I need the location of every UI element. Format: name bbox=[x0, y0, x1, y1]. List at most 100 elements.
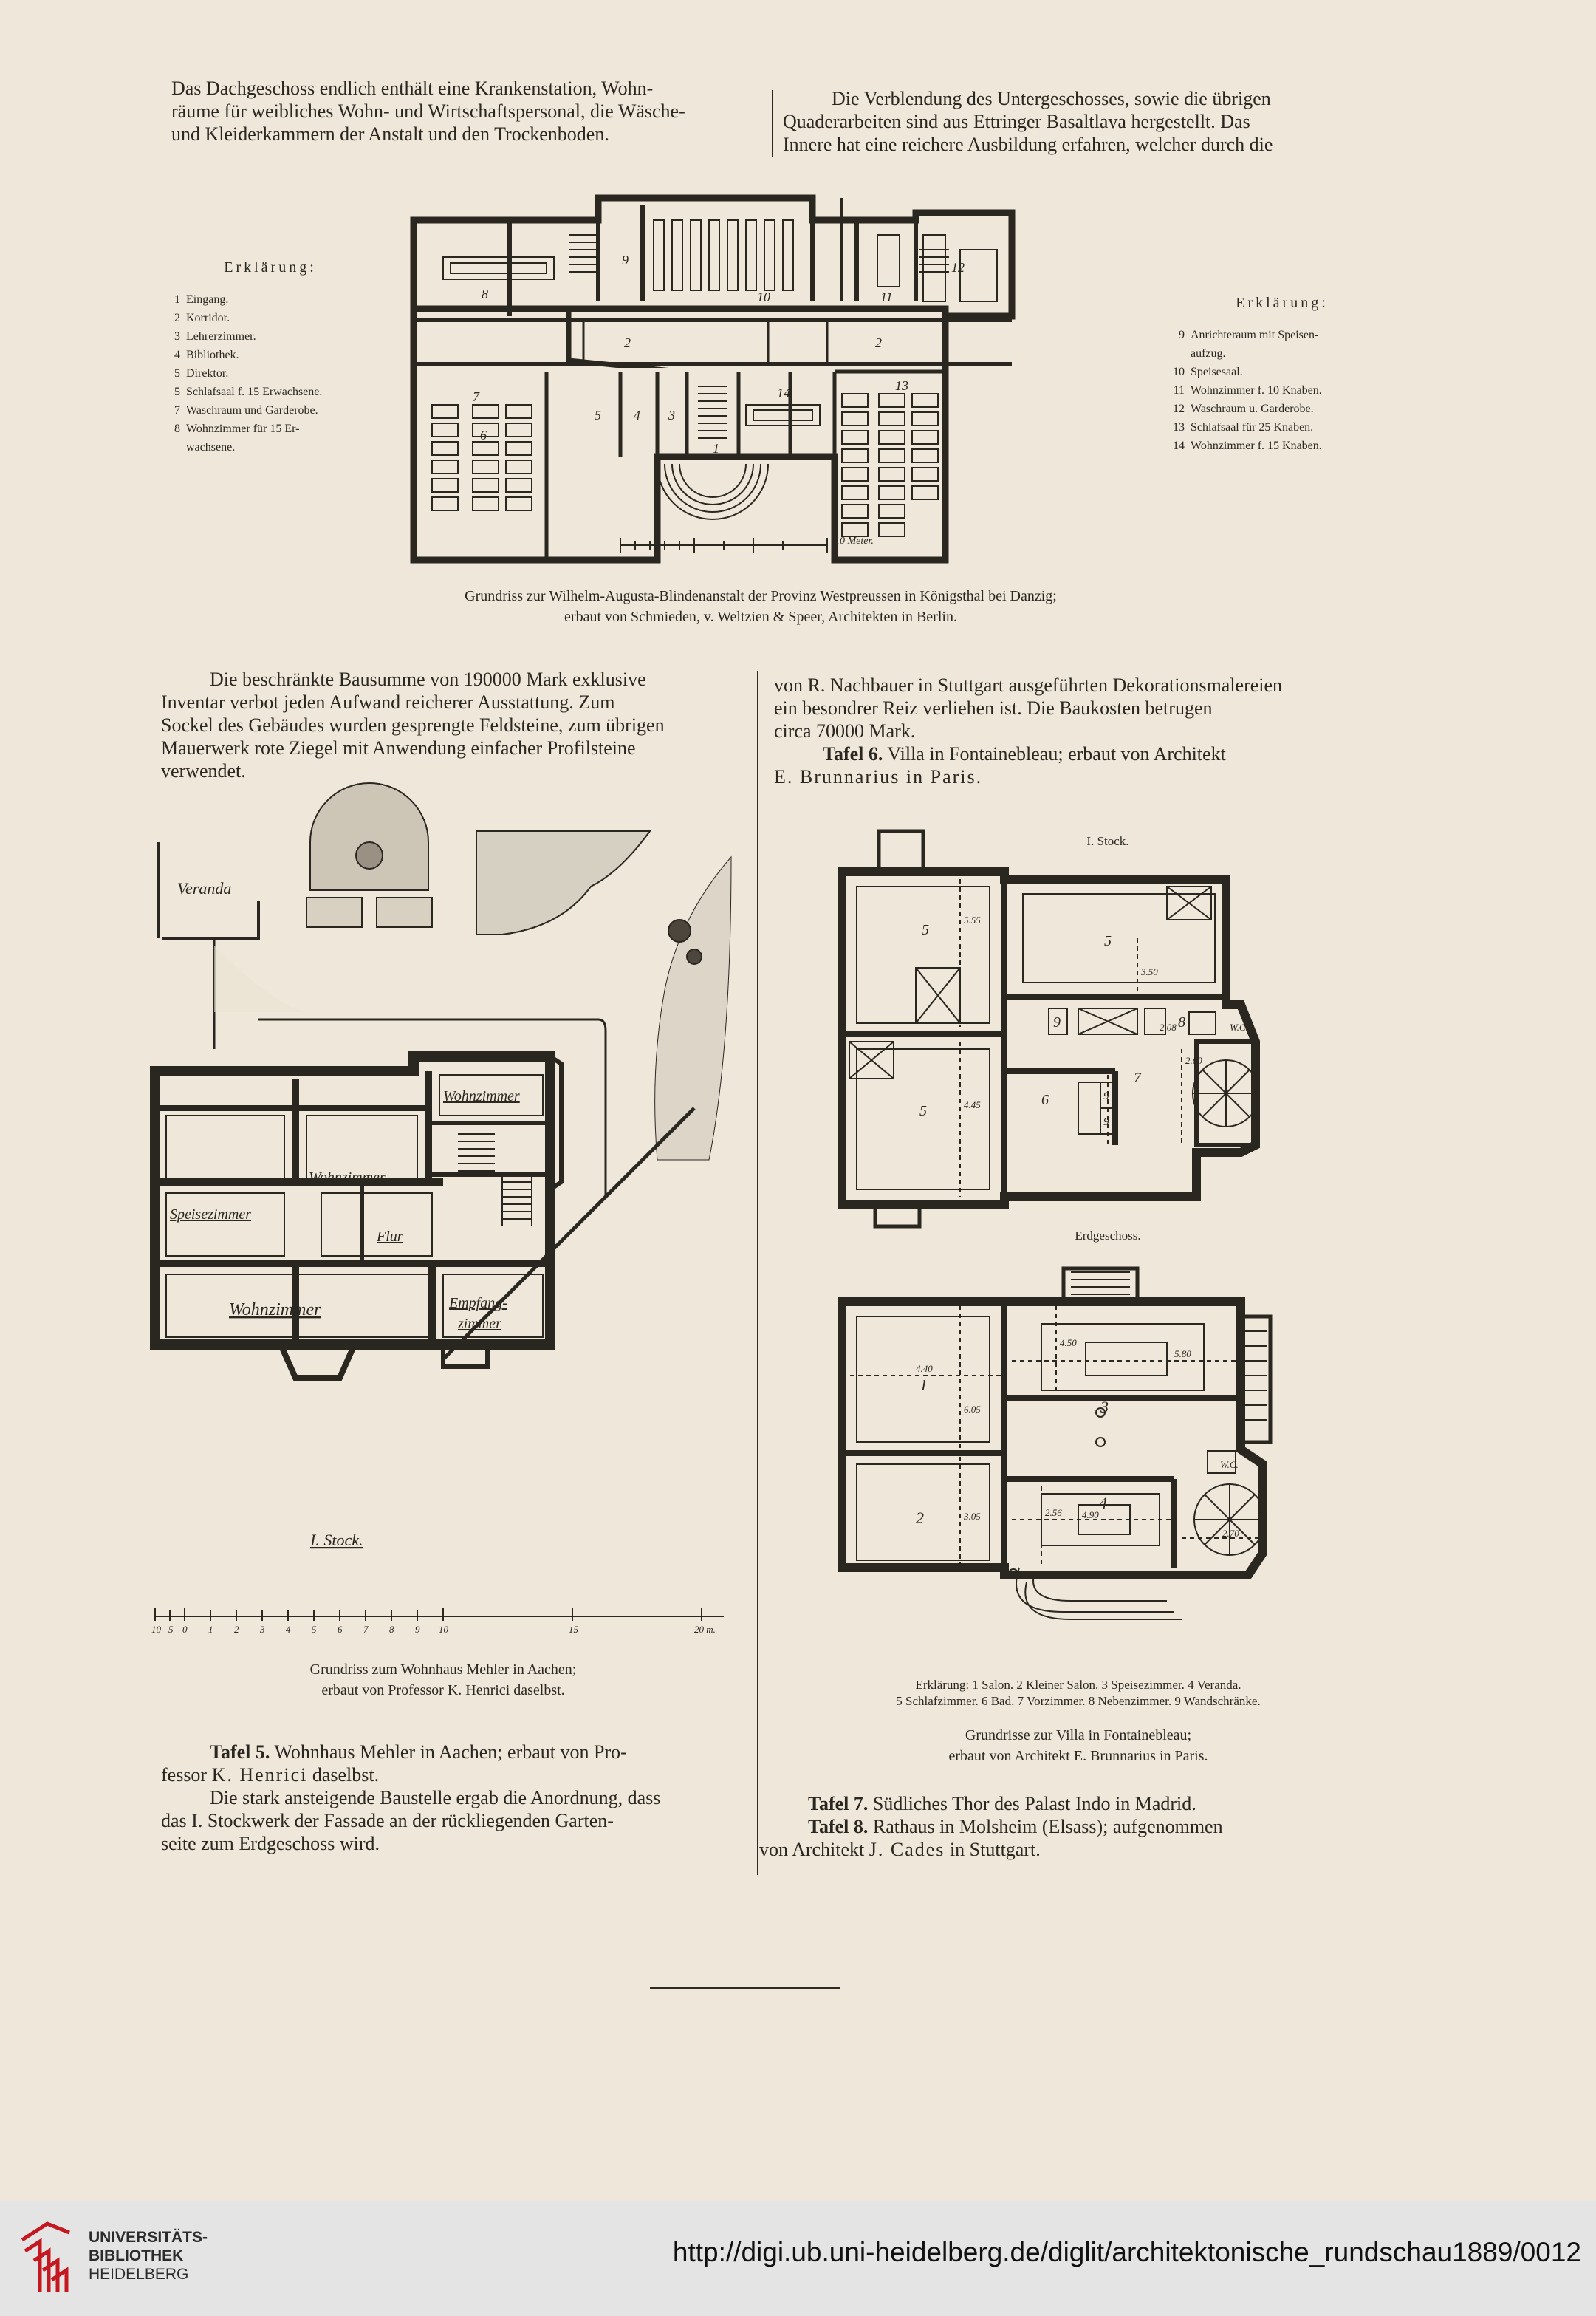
scale-label: 10 Meter. bbox=[835, 536, 874, 547]
room-label: 11 bbox=[880, 290, 893, 304]
room-label: 8 bbox=[482, 287, 488, 301]
text-line: das I. Stockwerk der Fassade an der rück… bbox=[161, 1810, 614, 1831]
caption-line: erbaut von Professor K. Henrici daselbst… bbox=[321, 1682, 565, 1698]
upper-floor-title: I. Stock. bbox=[1086, 834, 1129, 848]
room-label: 9 bbox=[1053, 1014, 1061, 1031]
text-line: Die Verblendung des Untergeschosses, sow… bbox=[832, 88, 1271, 109]
end-rule bbox=[650, 1987, 840, 1989]
svg-text:4: 4 bbox=[286, 1624, 291, 1635]
legend-title: Erklärung: bbox=[224, 259, 317, 276]
legend-row: wachsene. bbox=[186, 441, 236, 454]
room-label: W.C. bbox=[1220, 1459, 1239, 1470]
dimension-label: 3.50 bbox=[1140, 966, 1158, 977]
text-line: und Kleiderkammern der Anstalt und den T… bbox=[171, 123, 609, 145]
svg-text:1: 1 bbox=[208, 1624, 213, 1635]
text-line: Sockel des Gebäudes wurden gesprengte Fe… bbox=[161, 714, 665, 736]
room-label: Empfang- bbox=[448, 1295, 507, 1311]
room-label: Flur bbox=[376, 1229, 403, 1245]
caption-line: Grundrisse zur Villa in Fontainebleau; bbox=[965, 1727, 1192, 1743]
dimension-label: 2.60 bbox=[1185, 1055, 1202, 1066]
room-label: Wohnzimmer bbox=[229, 1300, 321, 1319]
room-label: 13 bbox=[895, 378, 908, 393]
room-label: 9 bbox=[1103, 1116, 1109, 1128]
room-label: 3 bbox=[1100, 1398, 1109, 1416]
tafel6-author: E. Brunnarius in Paris. bbox=[774, 766, 983, 788]
dimension-label: 4.45 bbox=[964, 1099, 981, 1110]
text-line: räume für weibliches Wohn- und Wirtschaf… bbox=[171, 100, 685, 122]
room-label: 3 bbox=[668, 408, 675, 423]
dimension-label: 3.05 bbox=[963, 1511, 981, 1522]
top-right-paragraph: Die Verblendung des Untergeschosses, sow… bbox=[783, 87, 1371, 156]
room-label: 6 bbox=[480, 428, 487, 443]
permalink[interactable]: http://digi.ub.uni-heidelberg.de/diglit/… bbox=[672, 2237, 1581, 2267]
room-label: 8 bbox=[1178, 1014, 1185, 1031]
text-line: Inventar verbot jeden Aufwand reicherer … bbox=[161, 691, 615, 713]
top-left-paragraph: Das Dachgeschoss endlich enthält eine Kr… bbox=[171, 77, 762, 146]
plan3-legend: Erklärung: 1 Salon. 2 Kleiner Salon. 3 S… bbox=[783, 1677, 1374, 1709]
room-label: 10 bbox=[757, 290, 770, 304]
svg-text:10: 10 bbox=[151, 1624, 162, 1635]
floor-plan-blindenanstalt: 8 9 10 11 12 2 2 7 6 5 4 3 1 14 13 10 Me… bbox=[399, 191, 1145, 567]
room-label: Wohnzimmer bbox=[309, 1169, 386, 1186]
caption-line: Grundriss zur Wilhelm-Augusta-Blindenans… bbox=[465, 588, 1057, 604]
plan1-caption: Grundriss zur Wilhelm-Augusta-Blindenans… bbox=[244, 586, 1278, 627]
room-label: 6 bbox=[1041, 1092, 1049, 1108]
plan-title: I. Stock. bbox=[309, 1531, 363, 1549]
text-line: Innere hat eine reichere Ausbildung erfa… bbox=[783, 134, 1273, 155]
caption-line: erbaut von Architekt E. Brunnarius in Pa… bbox=[948, 1748, 1208, 1764]
bottom-right-paragraph: Tafel 7. Südliches Thor des Palast Indo … bbox=[759, 1792, 1350, 1861]
room-label: 2 bbox=[875, 335, 882, 350]
room-label: 9 bbox=[622, 253, 629, 267]
room-label: 5 bbox=[595, 408, 601, 423]
svg-text:15: 15 bbox=[569, 1624, 579, 1635]
scanned-page: Das Dachgeschoss endlich enthält eine Kr… bbox=[148, 77, 1374, 1989]
svg-text:5: 5 bbox=[168, 1624, 174, 1635]
svg-text:0: 0 bbox=[182, 1624, 188, 1635]
mid-right-paragraph: von R. Nachbauer in Stuttgart ausgeführt… bbox=[774, 674, 1363, 788]
text-line: circa 70000 Mark. bbox=[774, 720, 916, 742]
room-label: zimmer bbox=[457, 1316, 501, 1332]
dimension-label: 4.50 bbox=[1060, 1337, 1077, 1348]
column-divider bbox=[757, 671, 758, 1875]
tafel5-author: fessor K. Henrici daselbst. bbox=[161, 1764, 380, 1786]
text-line: Die beschränkte Bausumme von 190000 Mark… bbox=[210, 669, 646, 690]
caption-line: Grundriss zum Wohnhaus Mehler in Aachen; bbox=[309, 1661, 577, 1678]
text-line: Mauerwerk rote Ziegel mit Anwendung einf… bbox=[161, 737, 636, 759]
dimension-label: 5.55 bbox=[964, 915, 981, 926]
dimension-label: 2.56 bbox=[1045, 1507, 1062, 1518]
dimension-label: 6.05 bbox=[964, 1404, 981, 1415]
tafel6-heading: Tafel 6. Villa in Fontainebleau; erbaut … bbox=[823, 743, 1226, 765]
plan2-caption: Grundriss zum Wohnhaus Mehler in Aachen;… bbox=[148, 1659, 739, 1701]
room-label: W.C. bbox=[1230, 1022, 1248, 1033]
tafel8-author: von Architekt J. Cades in Stuttgart. bbox=[759, 1839, 1041, 1860]
mid-left-paragraph: Die beschränkte Bausumme von 190000 Mark… bbox=[161, 668, 746, 782]
room-label: 5 bbox=[922, 922, 929, 938]
tafel8-heading: Tafel 8. Rathaus in Molsheim (Elsass); a… bbox=[808, 1816, 1223, 1837]
text-line: verwendet. bbox=[161, 760, 246, 782]
floor-plan-villa-upper: 5 5 5 9 8 6 9 9 7 W.C. 5.55 3.50 4.45 2.… bbox=[827, 827, 1307, 1226]
svg-text:20 m.: 20 m. bbox=[694, 1624, 716, 1635]
tafel7-heading: Tafel 7. Südliches Thor des Palast Indo … bbox=[808, 1793, 1196, 1814]
svg-text:10: 10 bbox=[439, 1624, 449, 1635]
room-label: 14 bbox=[777, 386, 790, 400]
floor-plan-villa-ground: 1 2 3 4 W.C. 4.40 6.05 5.80 4.90 2.56 3.… bbox=[820, 1265, 1315, 1649]
caption-line: erbaut von Schmieden, v. Weltzien & Spee… bbox=[564, 609, 957, 625]
library-logo-icon bbox=[21, 2221, 70, 2292]
tafel5-heading: Tafel 5. Wohnhaus Mehler in Aachen; erba… bbox=[210, 1741, 627, 1763]
text-line: seite zum Erdgeschoss wird. bbox=[161, 1833, 380, 1854]
room-label: 1 bbox=[919, 1376, 928, 1394]
svg-text:7: 7 bbox=[363, 1624, 369, 1635]
dimension-label: 4.90 bbox=[1082, 1509, 1099, 1520]
ground-floor-title: Erdgeschoss. bbox=[1075, 1229, 1141, 1243]
text-line: ein besondrer Reiz verliehen ist. Die Ba… bbox=[774, 697, 1213, 719]
